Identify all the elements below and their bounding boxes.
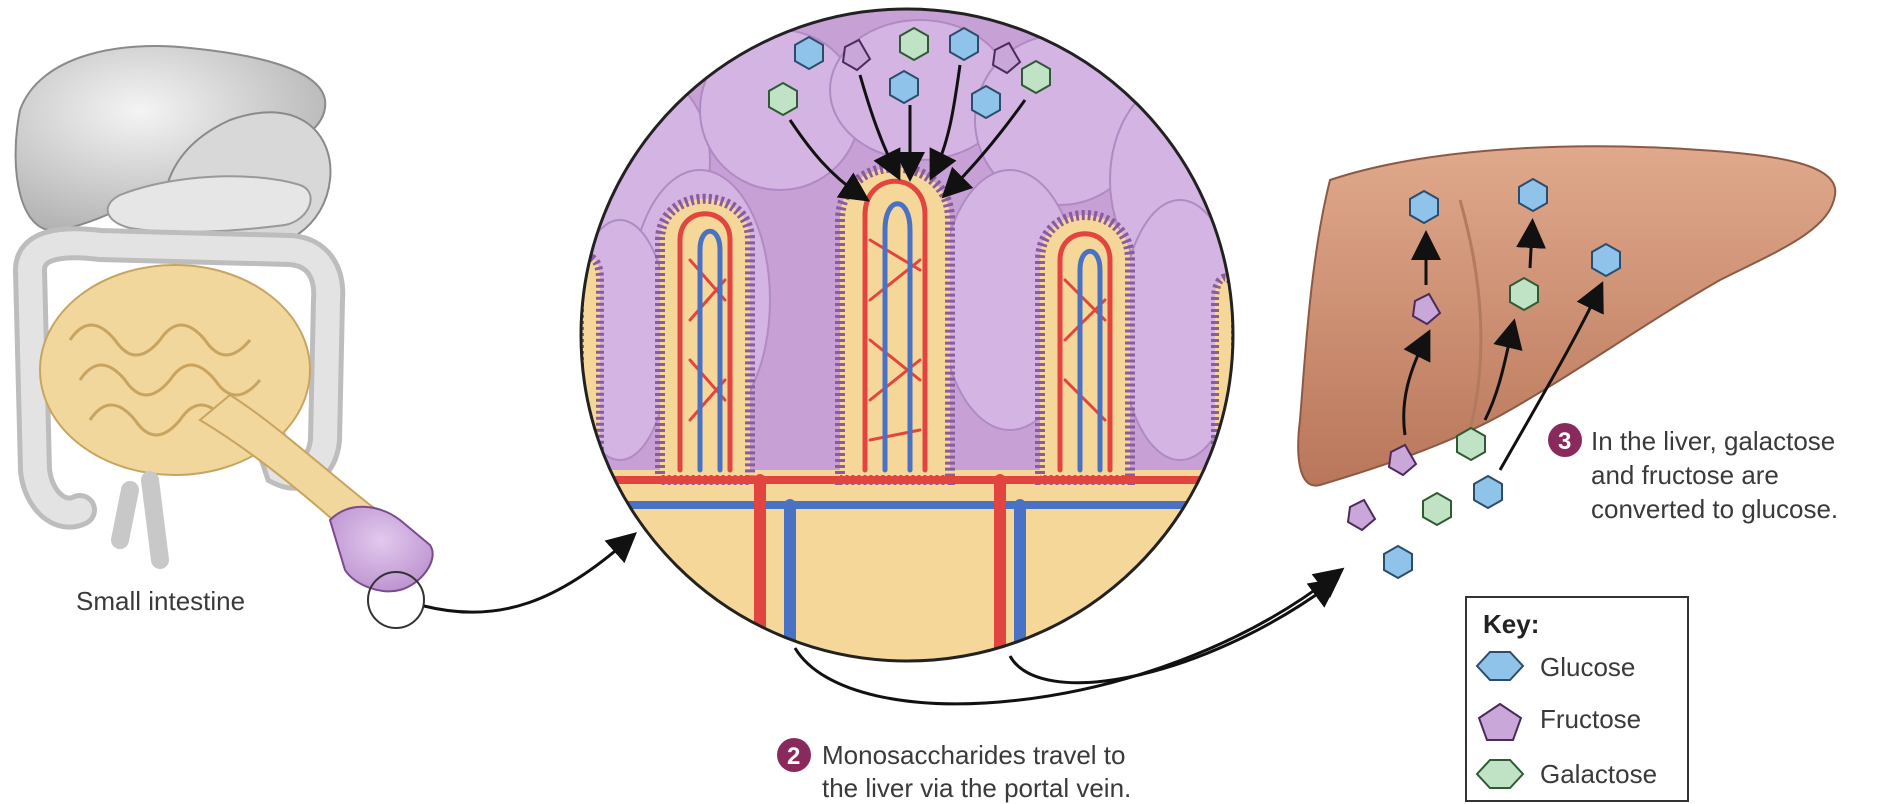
galactose-molecule [1510,278,1538,310]
svg-text:3: 3 [1558,428,1571,455]
key-glucose-label: Glucose [1540,652,1635,682]
glucose-molecule [1410,191,1438,223]
legend-key: Key: Glucose Fructose Galactose [1466,597,1688,801]
glucose-molecule [795,37,823,69]
glucose-molecule [1384,546,1412,578]
glucose-molecule [890,71,918,103]
galactose-molecule [1022,61,1050,93]
arrow-to-villi [424,540,628,612]
glucose-molecule [950,28,978,60]
key-fructose-label: Fructose [1540,704,1641,734]
small-intestine-label: Small intestine [76,586,245,616]
svg-text:2: 2 [787,743,800,770]
step-3-line-1: In the liver, galactose [1591,426,1835,456]
step-3-line-2: and fructose are [1591,460,1779,490]
digestive-organs-illustration [16,46,433,628]
step-2-line-1: Monosaccharides travel to [822,740,1125,770]
key-title: Key: [1483,609,1539,639]
galactose-molecule [900,28,928,60]
galactose-molecule [1457,428,1485,460]
key-galactose-label: Galactose [1540,759,1657,789]
galactose-molecule [1423,493,1451,525]
step-3-line-3: converted to glucose. [1591,494,1838,524]
fructose-molecule [1348,500,1375,530]
step-2-line-2: the liver via the portal vein. [822,773,1131,803]
glucose-molecule [1592,244,1620,276]
glucose-molecule [1474,476,1502,508]
step-2-label: 2 Monosaccharides travel to the liver vi… [777,738,1131,803]
glucose-molecule [1519,179,1547,211]
step-3-label: 3 In the liver, galactose and fructose a… [1548,423,1838,524]
glucose-molecule [972,86,1000,118]
galactose-molecule [769,83,797,115]
